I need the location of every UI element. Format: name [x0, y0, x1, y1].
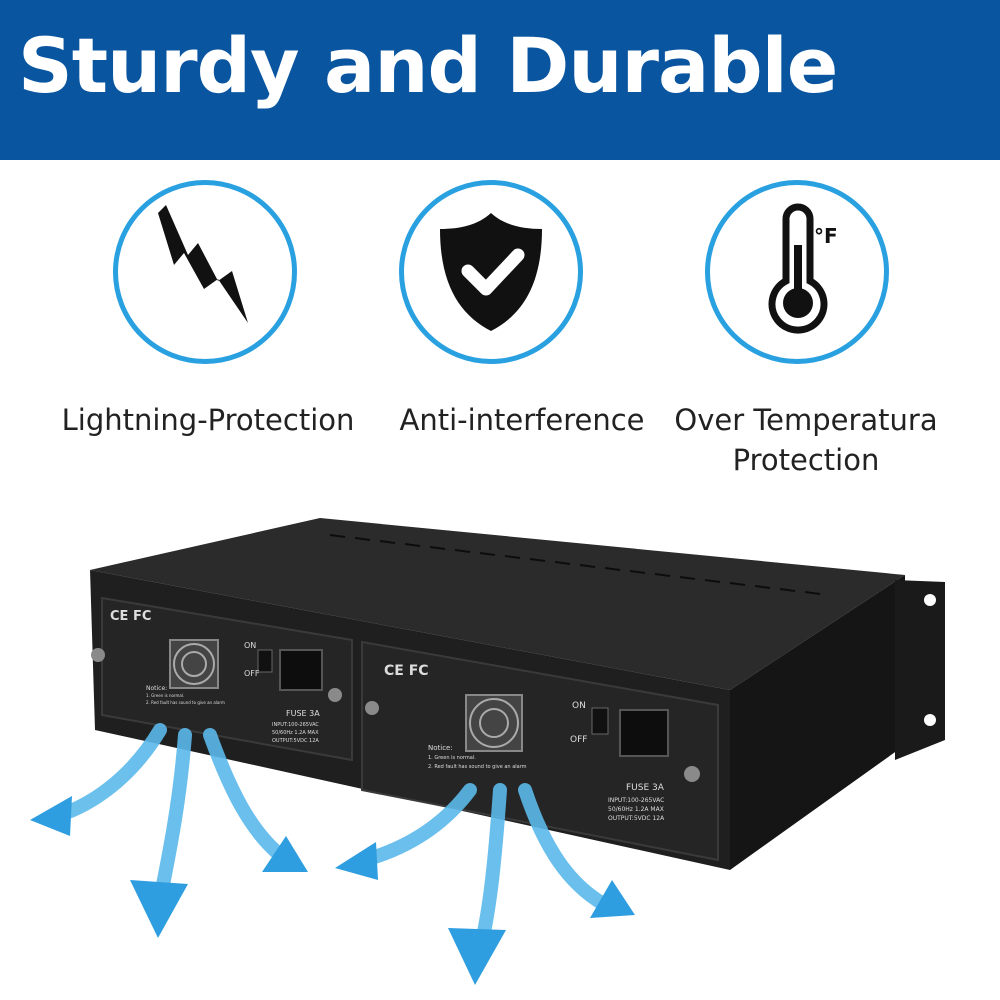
input-rating-label: INPUT:100-265VAC	[608, 797, 664, 804]
output-rating-label: OUTPUT:5VDC 12A	[272, 738, 319, 744]
feature-lightning-protection: Lightning-Protection	[58, 180, 358, 480]
notice-line-2: 2. Red fault has sound to give an alarm	[146, 700, 225, 705]
feature-anti-interference: Anti-interference	[372, 180, 672, 480]
thermometer-icon: °F	[705, 180, 889, 364]
airflow-arrow	[153, 728, 192, 907]
airflow-arrow	[358, 783, 477, 867]
output-rating-label: OUTPUT:5VDC 12A	[608, 815, 665, 822]
shield-check-icon	[399, 180, 583, 364]
notice-line-1: 1. Green is normal.	[428, 755, 476, 761]
airflow-arrow	[203, 728, 287, 862]
media-converter-chassis-illustration: CE FC CE FC ON OFF ON OFF FUSE 3A INPUT:…	[30, 518, 945, 985]
airflow-arrow	[53, 723, 167, 822]
page-title: Sturdy and Durable	[18, 21, 838, 110]
ce-fc-marks: CE FC	[110, 609, 151, 624]
airflow-arrowhead	[590, 880, 635, 918]
feature-over-temperature: °F Over Temperatura Protection	[656, 180, 956, 480]
airflow-arrowhead	[448, 928, 506, 985]
lightning-icon	[113, 180, 297, 364]
ce-fc-marks: CE FC	[384, 663, 429, 679]
airflow-arrowhead	[30, 796, 72, 836]
feature-label-line-2: Protection	[732, 443, 880, 477]
fuse-rating-label: FUSE 3A	[626, 783, 665, 793]
airflow-arrowhead	[262, 836, 308, 872]
input-rating-label: INPUT:100-265VAC	[272, 722, 319, 728]
switch-off-label: OFF	[244, 669, 260, 678]
fuse-rating-label: FUSE 3A	[286, 709, 320, 718]
notice-title: Notice:	[428, 744, 453, 752]
notice-line-2: 2. Red fault has sound to give an alarm	[428, 764, 527, 770]
feature-label: Anti-interference	[399, 403, 645, 437]
frequency-rating-label: 50/60Hz 1.2A MAX	[272, 730, 319, 736]
feature-label: Lightning-Protection	[61, 403, 355, 437]
title-banner: Sturdy and Durable	[0, 0, 1000, 160]
temperature-unit-label: °F	[814, 224, 838, 248]
frequency-rating-label: 50/60Hz 1.2A MAX	[608, 806, 664, 813]
notice-title: Notice:	[146, 685, 167, 692]
switch-on-label: ON	[244, 641, 256, 650]
airflow-arrow	[518, 783, 612, 912]
feature-label: Over Temperatura Protection	[656, 400, 956, 480]
airflow-arrowhead	[335, 842, 378, 880]
feature-label-line-1: Over Temperatura	[674, 403, 938, 437]
switch-off-label: OFF	[570, 735, 587, 745]
airflow-arrowhead	[130, 880, 188, 938]
notice-line-1: 1. Green is normal.	[146, 693, 184, 698]
switch-on-label: ON	[572, 701, 586, 711]
